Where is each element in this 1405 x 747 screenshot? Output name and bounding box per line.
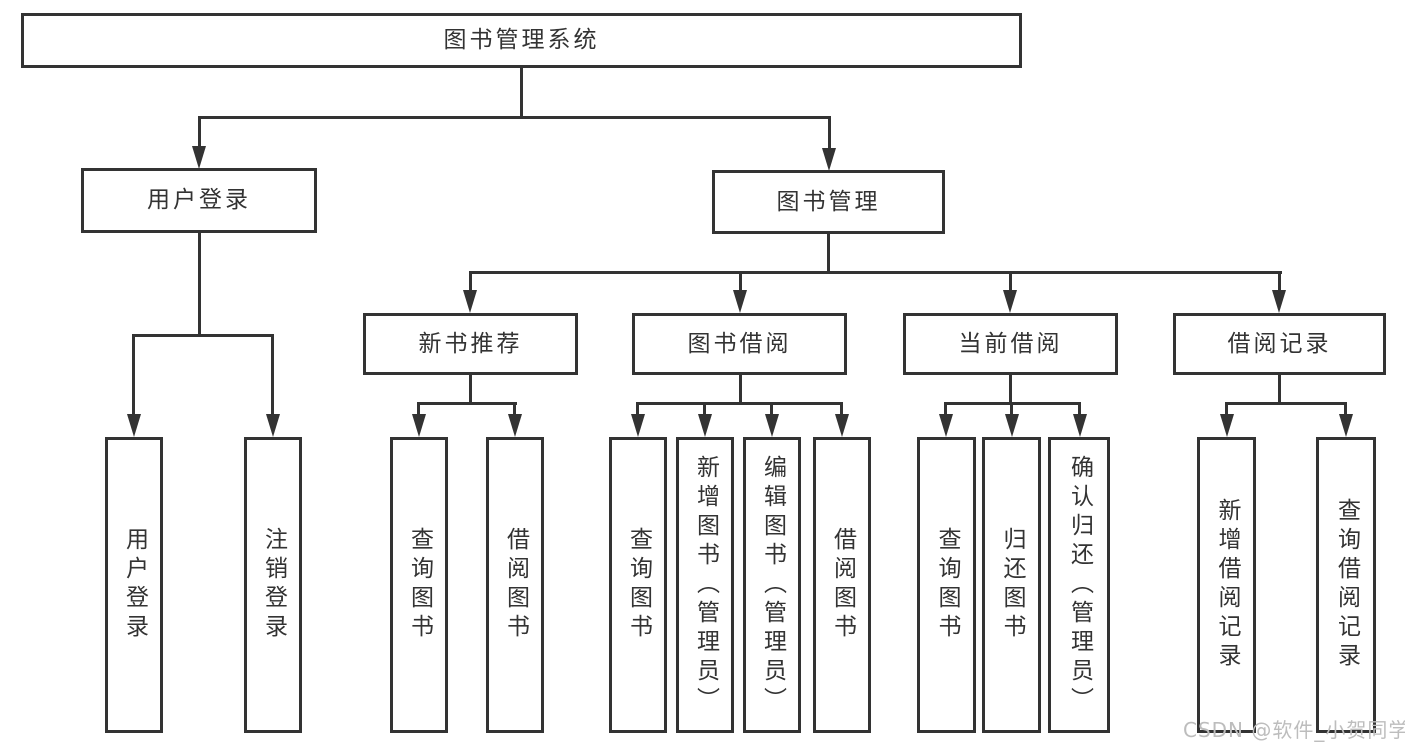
node-current-borrow: 当前借阅 xyxy=(903,313,1118,375)
node-label: 图书借阅 xyxy=(687,330,792,357)
connector-line-v xyxy=(827,234,830,274)
connector-line-v xyxy=(1344,402,1347,416)
connector-line-v xyxy=(739,375,742,405)
node-library-management-system: 图书管理系统 xyxy=(21,13,1022,68)
leaf-label: 编辑图书（管理员） xyxy=(759,454,786,716)
leaf-label: 查询借阅记录 xyxy=(1333,498,1360,672)
leaf-label: 借阅图书 xyxy=(502,527,529,643)
leaf-confirm-return-admin: 确认归还（管理员） xyxy=(1048,437,1110,733)
leaf-label: 归还图书 xyxy=(999,527,1025,643)
leaf-add-book-admin: 新增图书（管理员） xyxy=(676,437,734,733)
connector-line-v xyxy=(417,402,420,416)
leaf-user-login: 用户登录 xyxy=(105,437,163,733)
arrow-down-icon xyxy=(1073,414,1087,437)
node-label: 新书推荐 xyxy=(418,330,523,357)
connector-line-h xyxy=(132,334,274,337)
arrow-down-icon xyxy=(835,414,849,437)
connector-line-v xyxy=(198,116,201,148)
node-new-book-recommend: 新书推荐 xyxy=(363,313,578,375)
leaf-label: 新增图书（管理员） xyxy=(692,454,719,716)
csdn-watermark: CSDN @软件_小贺同学 xyxy=(1183,718,1405,742)
connector-line-h xyxy=(417,402,517,405)
arrow-down-icon xyxy=(508,414,522,437)
connector-line-v xyxy=(1278,271,1281,292)
connector-line-v xyxy=(1225,402,1228,416)
arrow-down-icon xyxy=(412,414,426,437)
connector-line-v xyxy=(636,402,639,416)
leaf-label: 查询图书 xyxy=(406,527,433,643)
leaf-label: 查询图书 xyxy=(625,527,652,643)
leaf-query-books-current: 查询图书 xyxy=(917,437,976,733)
leaf-query-books-borrow: 查询图书 xyxy=(609,437,667,733)
leaf-edit-book-admin: 编辑图书（管理员） xyxy=(743,437,801,733)
arrow-down-icon xyxy=(765,414,779,437)
leaf-borrow-books-recommend: 借阅图书 xyxy=(486,437,544,733)
connector-line-v xyxy=(840,402,843,416)
node-book-borrow: 图书借阅 xyxy=(632,313,847,375)
leaf-label: 借阅图书 xyxy=(829,527,856,643)
connector-line-v xyxy=(828,116,831,150)
node-user-login: 用户登录 xyxy=(81,168,317,233)
leaf-add-borrow-record: 新增借阅记录 xyxy=(1197,437,1256,733)
connector-line-h xyxy=(1225,402,1347,405)
arrow-down-icon xyxy=(1003,290,1017,313)
connector-line-v xyxy=(520,68,523,118)
arrow-down-icon xyxy=(939,414,953,437)
connector-line-h xyxy=(469,271,1282,274)
arrow-down-icon xyxy=(698,414,712,437)
connector-line-v xyxy=(1278,375,1281,405)
connector-line-v xyxy=(739,271,742,292)
leaf-label: 确认归还（管理员） xyxy=(1066,454,1093,716)
arrow-down-icon xyxy=(1005,414,1019,437)
arrow-down-icon xyxy=(631,414,645,437)
node-book-management: 图书管理 xyxy=(712,170,945,234)
leaf-logout: 注销登录 xyxy=(244,437,302,733)
leaf-label: 用户登录 xyxy=(121,527,148,643)
leaf-query-books-recommend: 查询图书 xyxy=(390,437,448,733)
leaf-borrow-books-borrow: 借阅图书 xyxy=(813,437,871,733)
connector-line-v xyxy=(1078,402,1081,416)
connector-line-v xyxy=(944,402,947,416)
connector-line-v xyxy=(770,402,773,416)
arrow-down-icon xyxy=(733,290,747,313)
connector-line-v xyxy=(1009,375,1012,405)
arrow-down-icon xyxy=(822,148,836,171)
leaf-query-borrow-record: 查询借阅记录 xyxy=(1316,437,1376,733)
connector-line-v xyxy=(1009,271,1012,292)
connector-line-h xyxy=(636,402,843,405)
arrow-down-icon xyxy=(1272,290,1286,313)
node-label: 图书管理系统 xyxy=(443,27,600,53)
connector-line-v xyxy=(513,402,516,416)
arrow-down-icon xyxy=(1339,414,1353,437)
connector-line-v xyxy=(1010,402,1013,416)
arrow-down-icon xyxy=(266,414,280,437)
connector-line-v xyxy=(271,334,274,416)
arrow-down-icon xyxy=(127,414,141,437)
arrow-down-icon xyxy=(192,146,206,169)
arrow-down-icon xyxy=(463,290,477,313)
node-label: 借阅记录 xyxy=(1227,330,1332,357)
arrow-down-icon xyxy=(1220,414,1234,437)
node-borrow-records: 借阅记录 xyxy=(1173,313,1386,375)
connector-line-v xyxy=(198,233,201,337)
connector-line-h xyxy=(198,116,831,119)
node-label: 当前借阅 xyxy=(958,330,1063,357)
leaf-label: 注销登录 xyxy=(260,527,287,643)
connector-line-v xyxy=(703,402,706,416)
connector-line-v xyxy=(132,334,135,416)
leaf-label: 新增借阅记录 xyxy=(1214,498,1240,672)
node-label: 用户登录 xyxy=(147,187,251,213)
connector-line-v xyxy=(469,271,472,292)
node-label: 图书管理 xyxy=(776,188,881,215)
leaf-label: 查询图书 xyxy=(934,527,960,643)
leaf-return-book: 归还图书 xyxy=(982,437,1041,733)
connector-line-v xyxy=(469,375,472,405)
